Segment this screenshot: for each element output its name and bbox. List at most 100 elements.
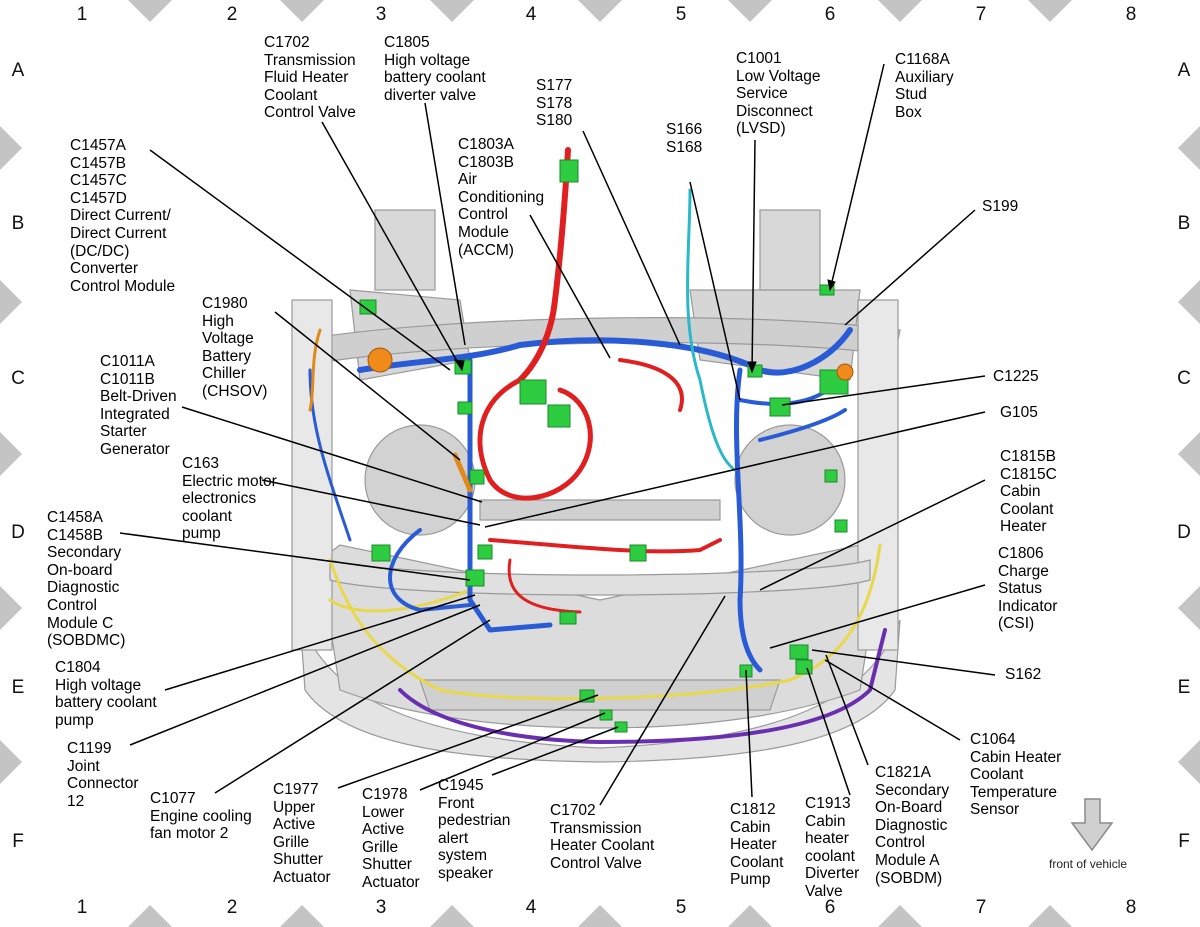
connector-accm-b xyxy=(547,404,571,428)
connector-c1225 xyxy=(769,397,791,417)
connector-c1804 xyxy=(371,544,391,562)
leader-c1001 xyxy=(751,139,756,373)
grid-row-left: F xyxy=(12,831,24,852)
purple-harness xyxy=(398,628,887,744)
leader-c1913 xyxy=(806,667,851,796)
callout-c1978: C1978 Lower Active Grille Shutter Actuat… xyxy=(362,786,420,891)
upper-radiator-rail xyxy=(329,559,871,596)
callout-c1199: C1199 Joint Connector 12 xyxy=(67,740,139,810)
leader-c1821a xyxy=(825,654,869,766)
connector-accm-a xyxy=(519,379,547,405)
cyan-harness xyxy=(686,188,737,472)
callout-c1977: C1977 Upper Active Grille Shutter Actuat… xyxy=(273,781,331,886)
leader-c163 xyxy=(261,479,481,526)
arrowhead xyxy=(453,359,465,372)
leader-c1199 xyxy=(129,604,481,746)
border-marker xyxy=(578,0,622,22)
leader-c1978 xyxy=(419,712,606,791)
connector-c1458 xyxy=(465,569,485,587)
callout-c1945: C1945 Front pedestrian alert system spea… xyxy=(438,777,511,882)
border-marker xyxy=(0,280,22,324)
connector-c1945 xyxy=(614,721,628,733)
grid-row-right: B xyxy=(1177,213,1191,234)
right-fender-support xyxy=(857,299,899,651)
border-marker xyxy=(1178,586,1200,630)
callout-s162: S162 xyxy=(1005,666,1042,683)
border-marker xyxy=(128,905,172,927)
grid-row-right: C xyxy=(1177,368,1191,389)
blue-harness-left-loop xyxy=(388,528,472,612)
grid-col-bottom: 3 xyxy=(375,897,387,918)
connector-c163 xyxy=(477,544,493,560)
callout-c1812: C1812 Cabin Heater Coolant Pump xyxy=(730,801,784,889)
grid-col-bottom: 7 xyxy=(975,897,987,918)
leader-c1064 xyxy=(824,659,961,741)
callout-c163: C163 Electric motor electronics coolant … xyxy=(182,455,277,543)
border-marker xyxy=(280,905,324,927)
callout-s177-s178-s180: S177 S178 S180 xyxy=(536,77,573,130)
grid-col-bottom: 8 xyxy=(1125,897,1137,918)
right-hood-hinge xyxy=(759,209,821,291)
grid-row-right: F xyxy=(1178,831,1190,852)
leader-g105 xyxy=(484,411,986,528)
border-marker xyxy=(878,0,922,22)
callout-c1806: C1806 Charge Status Indicator (CSI) xyxy=(998,545,1058,633)
grid-row-left: A xyxy=(11,60,25,81)
leader-c1077 xyxy=(214,619,491,794)
grid-row-left: B xyxy=(11,213,25,234)
callout-c1821a: C1821A Secondary On-Board Diagnostic Con… xyxy=(875,764,950,887)
callout-c1804: C1804 High voltage battery coolant pump xyxy=(55,659,157,729)
grid-col-top: 5 xyxy=(675,4,687,25)
border-marker xyxy=(430,905,474,927)
border-marker xyxy=(728,905,772,927)
callout-c1913: C1913 Cabin heater coolant Diverter Valv… xyxy=(805,795,860,900)
arrowhead xyxy=(747,361,757,374)
border-marker xyxy=(1028,0,1072,22)
callout-c1168a: C1168A Auxiliary Stud Box xyxy=(895,51,954,121)
connector-left-upper xyxy=(359,299,377,315)
callout-c1805: C1805 High voltage battery coolant diver… xyxy=(384,34,486,104)
leader-c1945 xyxy=(491,726,619,776)
callout-c1457: C1457A C1457B C1457C C1457D Direct Curre… xyxy=(70,137,176,295)
leader-c1805 xyxy=(424,102,466,346)
front-bumper-beam xyxy=(299,619,901,763)
orange-hose-center xyxy=(452,452,473,493)
callout-c1064: C1064 Cabin Heater Coolant Temperature S… xyxy=(970,731,1062,819)
grid-col-bottom: 1 xyxy=(76,897,88,918)
callout-c1077: C1077 Engine cooling fan motor 2 xyxy=(150,790,252,843)
leader-c1815 xyxy=(759,479,986,591)
leader-c1977 xyxy=(337,694,599,789)
leader-c1804 xyxy=(164,594,476,691)
callout-c1980: C1980 High Voltage Battery Chiller (CHSO… xyxy=(202,295,268,400)
grid-row-left: E xyxy=(11,677,25,698)
yellow-harness-lower xyxy=(328,543,882,701)
callout-c1702-top: C1702 Transmission Fluid Heater Coolant … xyxy=(264,34,356,122)
blue-harness-main xyxy=(357,327,853,376)
callout-c1225: C1225 xyxy=(993,368,1039,385)
grid-col-top: 7 xyxy=(975,4,987,25)
leader-c1803 xyxy=(529,214,611,359)
orange-fitting-left xyxy=(367,347,393,373)
callout-s199: S199 xyxy=(982,198,1019,215)
callout-c1803: C1803A C1803B Air Conditioning Control M… xyxy=(458,136,545,259)
red-harness-loop xyxy=(477,377,593,501)
grid-col-top: 8 xyxy=(1125,4,1137,25)
border-marker xyxy=(578,905,622,927)
leader-c1168a xyxy=(829,63,885,291)
red-harness-front xyxy=(488,538,722,554)
leader-s166 xyxy=(689,181,741,401)
leader-c1458 xyxy=(119,532,471,581)
connector-c1980 xyxy=(457,401,473,415)
red-harness-right xyxy=(618,358,684,412)
right-fan xyxy=(734,424,846,536)
border-marker xyxy=(0,740,22,784)
leader-c1225 xyxy=(781,375,986,406)
border-marker xyxy=(0,432,22,476)
border-marker xyxy=(1028,905,1072,927)
blue-harness-right-down xyxy=(733,367,763,673)
callout-c1011: C1011A C1011B Belt-Driven Integrated Sta… xyxy=(100,353,177,458)
callout-c1702-bottom: C1702 Transmission Heater Coolant Contro… xyxy=(550,802,655,872)
leader-c1702-top xyxy=(321,121,463,371)
